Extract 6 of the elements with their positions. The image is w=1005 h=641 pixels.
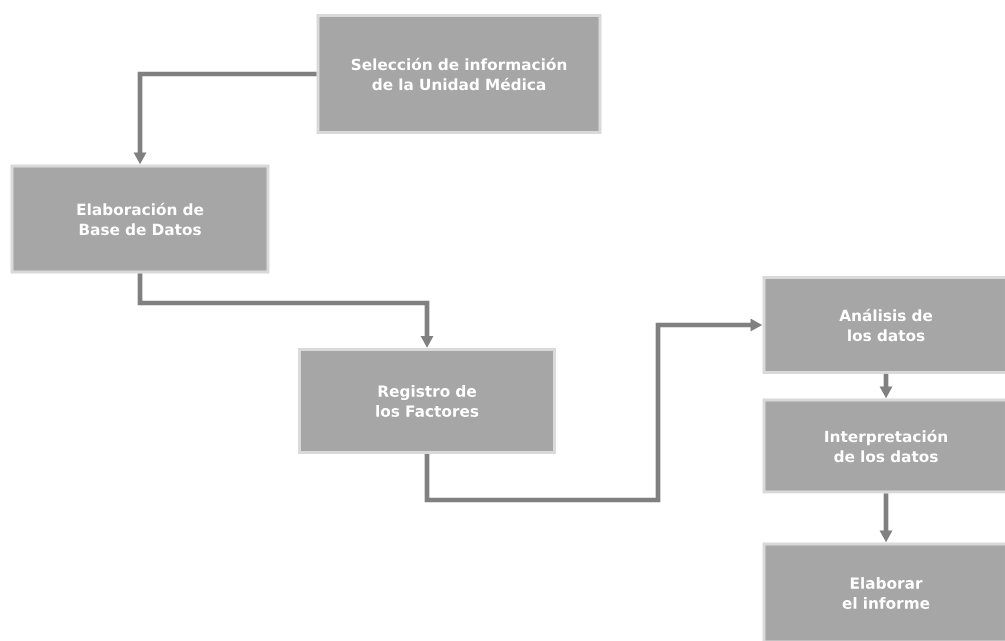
- process-box: Registro de los Factores: [298, 348, 556, 454]
- process-box: Interpretación de los datos: [762, 398, 1005, 494]
- process-box: Elaboración de Base de Datos: [10, 164, 270, 274]
- process-box: Selección de información de la Unidad Médica: [316, 14, 602, 134]
- process-box: Elaborar el informe: [762, 542, 1005, 641]
- process-box: Análisis de los datos: [762, 276, 1005, 374]
